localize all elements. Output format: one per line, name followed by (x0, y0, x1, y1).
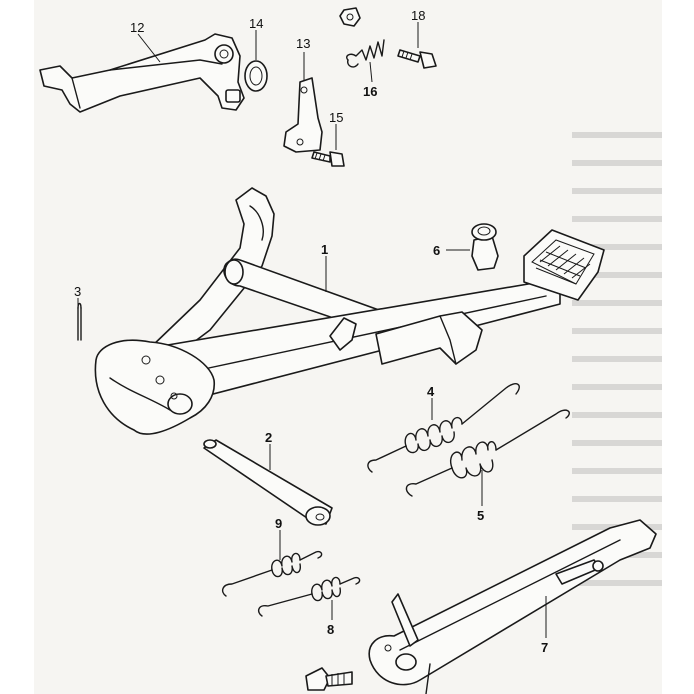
callout-4: 4 (427, 384, 435, 399)
pedal-bolt[interactable] (397, 49, 437, 69)
callout-6: 6 (433, 243, 440, 258)
top-nut[interactable] (339, 7, 361, 27)
pedal-return-spring[interactable] (346, 39, 385, 68)
rubber-stopper[interactable] (471, 223, 499, 271)
callout-12: 12 (130, 20, 144, 35)
pivot-shaft[interactable] (203, 439, 333, 526)
callout-8: 8 (327, 622, 334, 637)
side-stand-spring-b[interactable] (257, 576, 361, 617)
callout-3: 3 (74, 284, 81, 299)
callout-18: 18 (411, 8, 425, 23)
cotter-pin[interactable] (77, 302, 82, 341)
center-stand-spring-b[interactable] (405, 409, 570, 497)
center-stand-spring-a[interactable] (367, 383, 520, 473)
seal-washer[interactable] (244, 60, 268, 92)
callout-7: 7 (541, 640, 548, 655)
leader-lines (77, 22, 547, 638)
bracket-bolt[interactable] (311, 151, 345, 167)
side-stand[interactable] (368, 519, 657, 694)
side-stand-bolt[interactable] (305, 667, 353, 691)
side-stand-spring-a[interactable] (221, 550, 323, 597)
callout-13: 13 (296, 36, 310, 51)
center-stand-frame[interactable] (94, 187, 605, 435)
callout-14: 14 (249, 16, 263, 31)
callout-15: 15 (329, 110, 343, 125)
callout-1: 1 (321, 242, 328, 257)
bleed-through-text (572, 110, 662, 650)
callout-9: 9 (275, 516, 282, 531)
callout-labels: 12 14 13 15 16 18 1 6 3 2 4 5 9 8 7 (74, 8, 548, 655)
switch-bracket[interactable] (283, 77, 323, 153)
callout-2: 2 (265, 430, 272, 445)
brake-pedal-lever[interactable] (39, 33, 245, 113)
callout-5: 5 (477, 508, 484, 523)
callout-16: 16 (363, 84, 377, 99)
